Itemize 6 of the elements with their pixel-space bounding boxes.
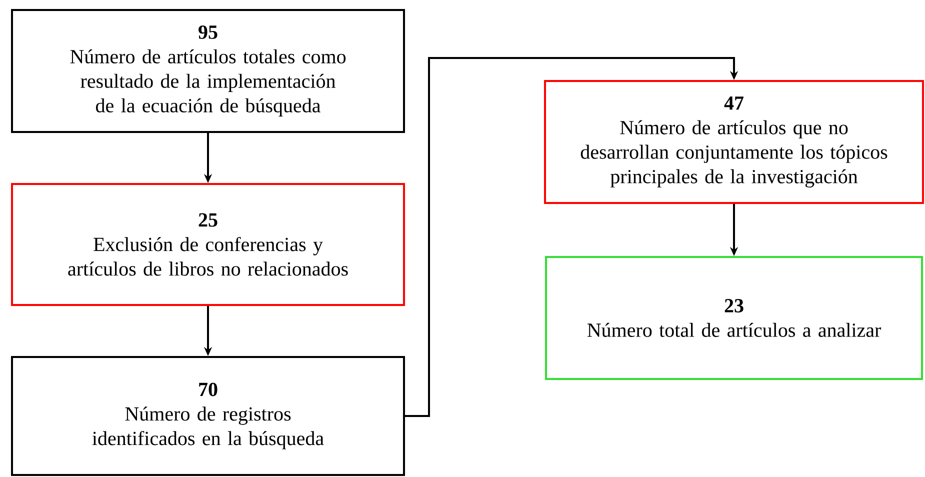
process-box: 47 Número de artículos que no desarrollan conjuntamente los tópicos principales de la investigación	[544, 80, 924, 204]
arrow	[405, 57, 738, 417]
process-box: 70 Número de registros identificados en la búsqueda	[11, 356, 405, 476]
process-box: 23 Número total de artículos a analizar	[545, 256, 923, 380]
process-box: 25 Exclusión de conferencias y artículos de libros no relacionados	[11, 183, 405, 306]
process-box: 95 Número de artículos totales como resultado de la implementación de la ecuación de búsqueda	[11, 9, 405, 133]
